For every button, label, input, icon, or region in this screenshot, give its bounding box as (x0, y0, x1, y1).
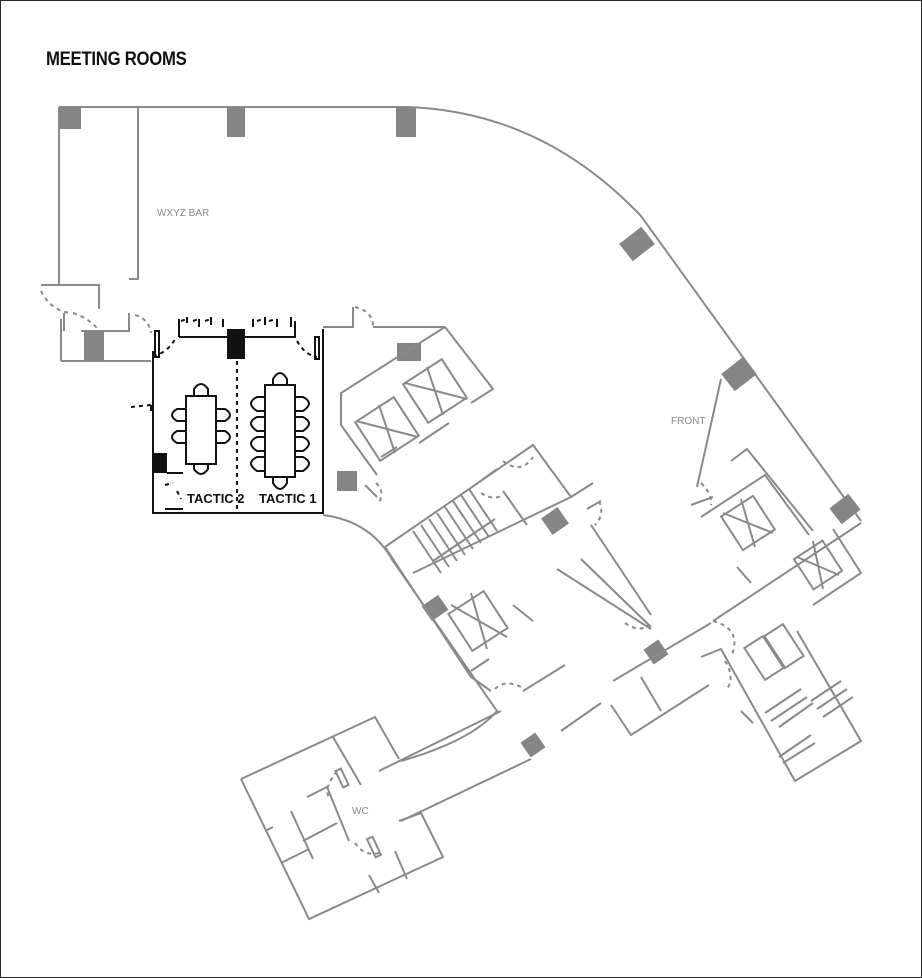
tactic-1-table (250, 372, 310, 490)
structural-columns (59, 107, 861, 758)
meeting-rooms-block (130, 317, 324, 514)
label-wxyz-bar: WXYZ BAR (157, 208, 209, 219)
elevator-bank-1 (340, 326, 495, 504)
map-title: MEETING ROOMS (46, 49, 187, 70)
central-core (384, 443, 652, 692)
room-label-tactic-1[interactable]: TACTIC 1 (259, 491, 317, 506)
room-label-tactic-2[interactable]: TACTIC 2 (187, 491, 245, 506)
tactic-2-table (171, 383, 231, 475)
wc-wing (240, 710, 532, 921)
label-front: FRONT (671, 416, 705, 427)
front-core (690, 378, 863, 622)
lower-right-core (560, 620, 863, 783)
building-outline (40, 106, 862, 762)
label-wc: WC (352, 806, 369, 817)
